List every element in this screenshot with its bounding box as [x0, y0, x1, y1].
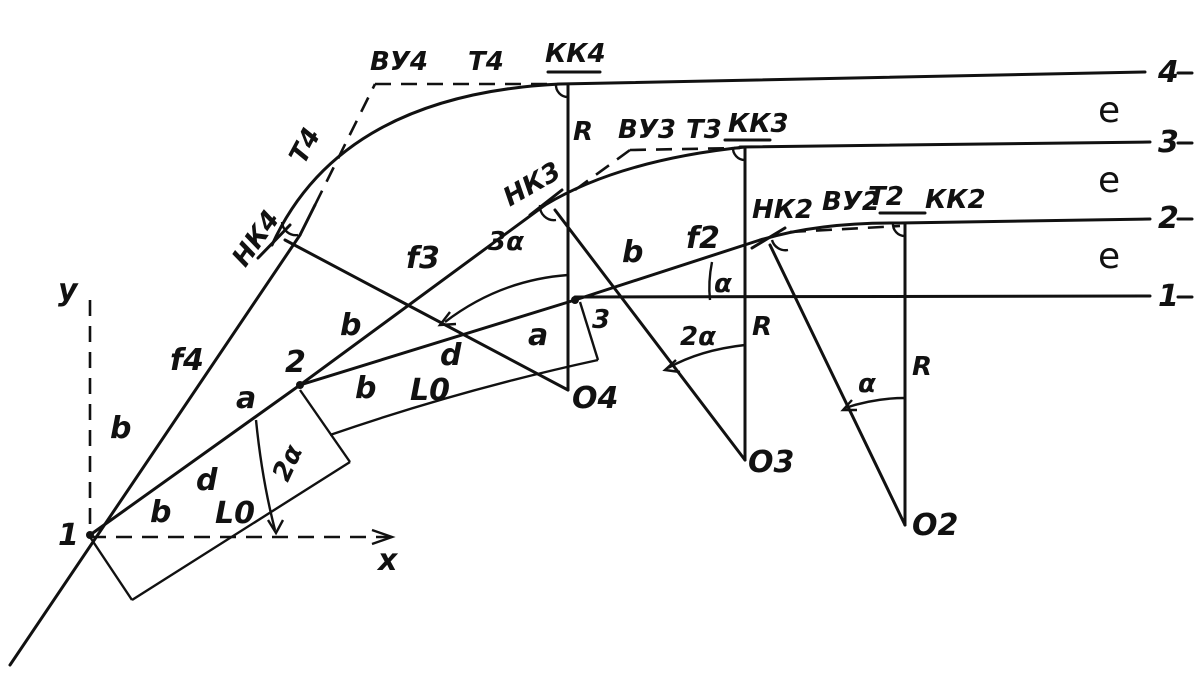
arc-2-alpha-low	[254, 419, 277, 531]
arrow-2-alpha-low	[266, 519, 285, 536]
label-l0-mid: L0	[410, 373, 450, 408]
arrow-2-alpha-mid	[662, 359, 681, 374]
radius-nk2-o2	[768, 243, 907, 527]
label-alpha-mid: α	[714, 269, 732, 299]
label-nk2: НК2	[752, 195, 813, 225]
label-l0-low: L0	[215, 496, 255, 531]
right-angle-nk4	[280, 221, 299, 237]
arc-3-alpha	[444, 273, 569, 323]
label-vu4: ВУ4	[370, 47, 428, 77]
label-r3: R	[752, 312, 772, 342]
chord-1-2	[88, 383, 302, 537]
right-angle-nk3	[538, 204, 557, 222]
label-t4-side: T4	[284, 123, 327, 169]
track-line-2	[898, 217, 1152, 225]
label-t3: T3	[686, 115, 722, 145]
label-point-2: 2	[285, 345, 306, 380]
label-o4: O4	[572, 381, 618, 416]
arrow-alpha-right	[840, 399, 857, 412]
chord-2-3	[298, 298, 577, 387]
label-f4: f4	[170, 343, 204, 378]
curve-3	[543, 145, 747, 207]
label-2-alpha-mid: 2α	[680, 322, 716, 352]
label-alpha-right: α	[858, 369, 876, 399]
label-o2: O2	[912, 508, 958, 543]
tangent-t3-top-dashed	[629, 146, 741, 152]
label-r2: R	[912, 352, 932, 382]
tick-nk2	[750, 226, 787, 250]
track-line-3	[738, 140, 1152, 149]
track-line-1	[573, 294, 1152, 299]
tangent-t3-dashed	[574, 148, 631, 192]
right-angle-kk3	[731, 146, 746, 162]
radius-nk4-o4	[283, 238, 570, 392]
label-nk3: НК3	[498, 156, 566, 213]
arc-2-alpha-mid	[667, 343, 746, 370]
label-kk2: КК2	[925, 185, 986, 215]
label-e-mid: e	[1098, 160, 1120, 201]
label-b-right: b	[622, 235, 643, 270]
label-f3: f3	[406, 241, 440, 276]
label-t4-top: T4	[468, 47, 504, 77]
arc-alpha-right	[844, 396, 906, 410]
label-t2: T2	[868, 182, 904, 212]
label-line-2: 2	[1158, 201, 1179, 236]
label-point-3: 3	[592, 305, 610, 335]
tick-nk3	[528, 188, 564, 217]
arc-alpha-mid	[708, 261, 714, 301]
right-angle-kk4	[554, 83, 569, 99]
dim-offset-low	[89, 536, 133, 601]
tangent-t2-dashed	[789, 224, 901, 234]
label-kk4: КК4	[545, 39, 606, 69]
radius-nk3-o3	[553, 208, 747, 462]
label-r4: R	[573, 117, 593, 147]
point-2	[296, 381, 304, 389]
dim-l0-mid-arc	[329, 358, 599, 437]
curve-4	[270, 82, 562, 247]
label-line-1: 1	[1158, 279, 1179, 314]
label-vu3: ВУ3	[618, 115, 676, 145]
label-d-mid: d	[440, 338, 462, 373]
label-f2: f2	[686, 221, 720, 256]
point-3	[571, 296, 579, 304]
label-b-mid2: b	[355, 371, 376, 406]
chord-3-nk2	[573, 238, 762, 302]
x-axis-arrow	[371, 528, 396, 546]
label-b-mid: b	[340, 308, 361, 343]
main-tangent-line	[8, 233, 302, 667]
dim-l0-mid-end	[578, 301, 600, 361]
label-o3: O3	[748, 445, 794, 480]
dim-l0-low	[131, 460, 351, 602]
arrow-3-alpha	[437, 311, 457, 327]
tangent-f4	[298, 203, 317, 237]
label-e-low: e	[1098, 236, 1120, 277]
track-line-4	[558, 70, 1147, 86]
label-3-alpha: 3α	[488, 227, 524, 257]
tangent-t4-dashed	[313, 83, 377, 206]
label-kk3: КК3	[728, 109, 789, 139]
label-y-axis: y	[58, 273, 79, 308]
label-a-mid: a	[528, 318, 548, 353]
dim-l0-low-end	[299, 389, 351, 463]
label-b-left: b	[110, 411, 131, 446]
label-a-low: a	[236, 381, 256, 416]
label-e-top: e	[1098, 90, 1120, 131]
label-point-1: 1	[58, 518, 79, 553]
label-x-axis: x	[376, 543, 399, 578]
label-d-low: d	[196, 463, 218, 498]
label-line-4: 4	[1157, 55, 1179, 90]
label-line-3: 3	[1158, 125, 1179, 160]
right-angle-nk2	[770, 239, 789, 252]
label-2-alpha-low: 2α	[267, 440, 309, 485]
chord-2-nk3	[298, 203, 547, 387]
right-angle-kk2	[891, 222, 906, 238]
point-1	[86, 531, 94, 539]
label-vu2: ВУ2	[822, 187, 880, 217]
label-b-low: b	[150, 495, 171, 530]
